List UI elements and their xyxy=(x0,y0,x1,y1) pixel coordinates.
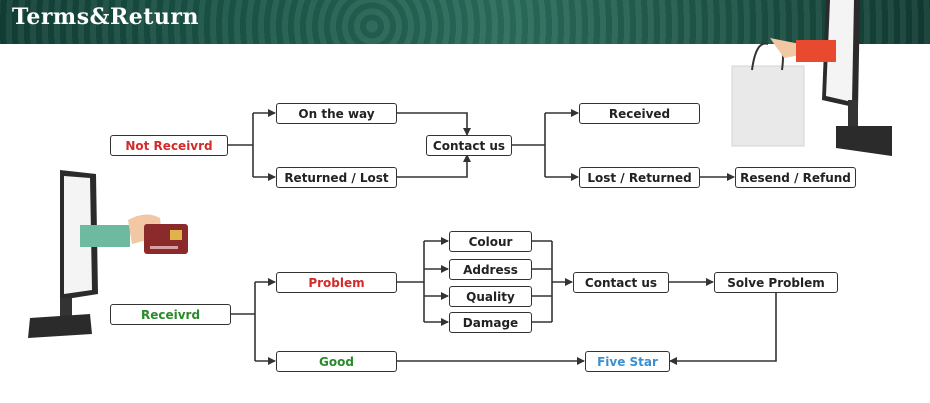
monitor-left-icon xyxy=(28,170,98,338)
node-resend-refund: Resend / Refund xyxy=(735,167,856,188)
node-problem: Problem xyxy=(276,272,397,293)
credit-card-icon xyxy=(80,214,188,254)
node-quality: Quality xyxy=(449,286,532,307)
shopping-bag-icon xyxy=(731,38,836,147)
node-colour: Colour xyxy=(449,231,532,252)
node-received: Received xyxy=(579,103,700,124)
node-lost-returned: Lost / Returned xyxy=(579,167,700,188)
node-returned-lost: Returned / Lost xyxy=(276,167,397,188)
node-address: Address xyxy=(449,259,532,280)
header-banner: Terms&Return xyxy=(0,0,930,44)
node-not-received: Not Receivrd xyxy=(110,135,228,156)
node-five-star: Five Star xyxy=(585,351,670,372)
node-damage: Damage xyxy=(449,312,532,333)
node-receivrd: Receivrd xyxy=(110,304,231,325)
page-title: Terms&Return xyxy=(12,4,199,30)
node-contact-us-top: Contact us xyxy=(426,135,512,156)
node-contact-us-bottom: Contact us xyxy=(573,272,669,293)
node-on-the-way: On the way xyxy=(276,103,397,124)
node-good: Good xyxy=(276,351,397,372)
monitor-right-icon xyxy=(822,0,892,156)
node-solve-problem: Solve Problem xyxy=(714,272,838,293)
